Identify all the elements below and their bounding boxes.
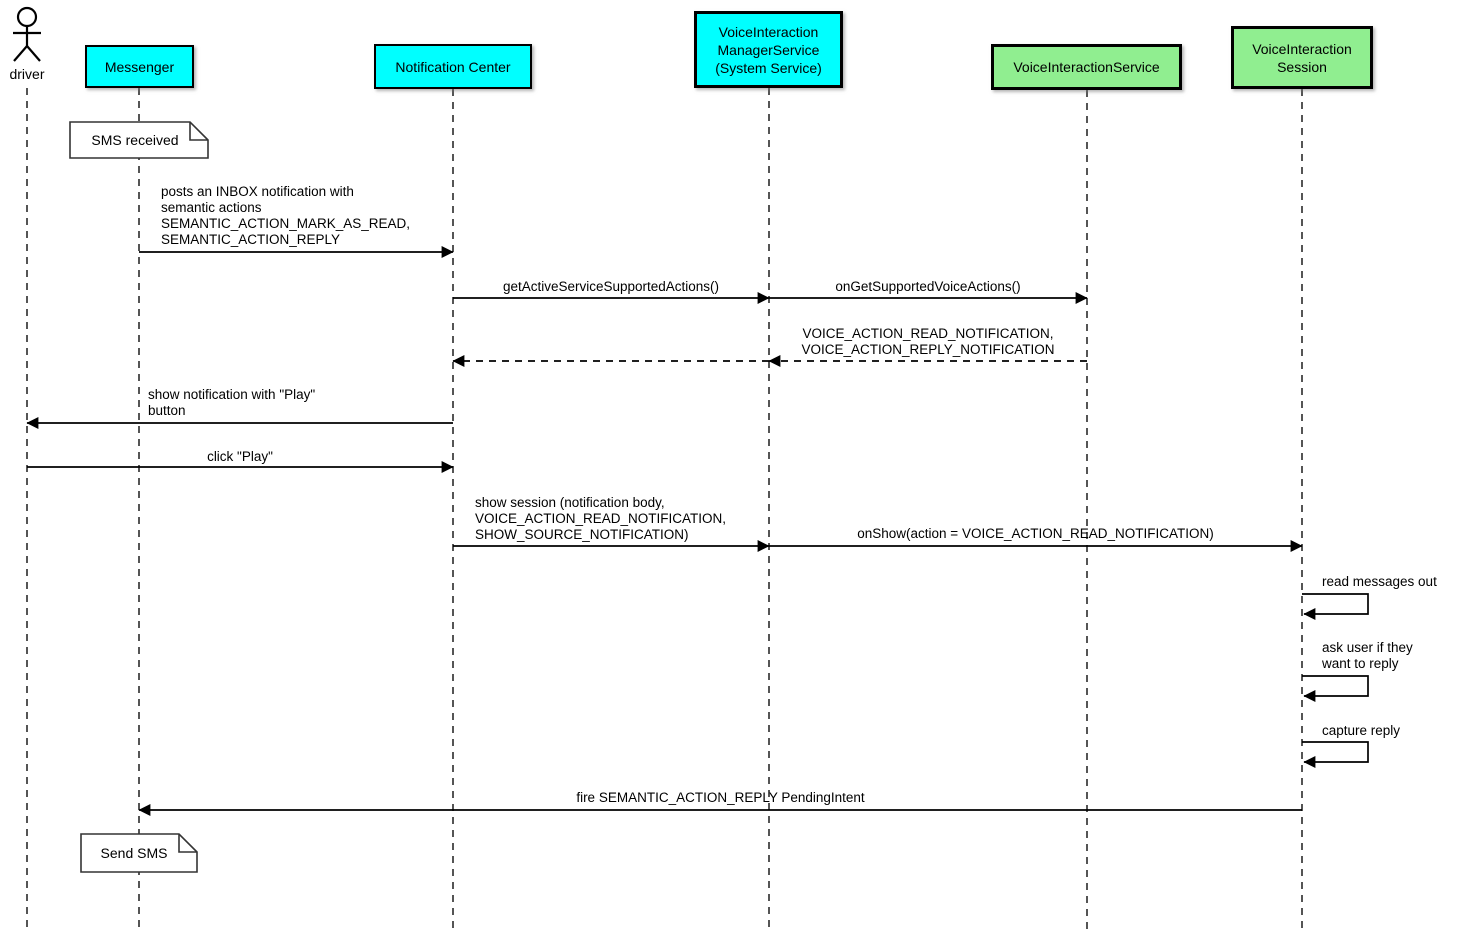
note-send-sms-shape — [80, 833, 198, 873]
message-read-messages-out: read messages out — [1322, 574, 1437, 589]
message-ask-user-reply: ask user if they want to reply — [1322, 640, 1413, 671]
participant-notification-center-label: Notification Center — [395, 58, 511, 75]
arrow-self-ask-user-reply — [1302, 675, 1369, 702]
message-click-play: click "Play" — [207, 449, 273, 464]
participant-messenger: Messenger — [85, 45, 194, 88]
participant-voice-interaction-session: VoiceInteraction Session — [1231, 26, 1373, 89]
participant-messenger-label: Messenger — [104, 58, 175, 75]
message-capture-reply: capture reply — [1322, 723, 1401, 738]
participant-voice-interaction-service-label: VoiceInteractionService — [1013, 59, 1160, 75]
arrow-self-read-messages-out — [1302, 593, 1369, 620]
participant-voice-interaction-service: VoiceInteractionService — [991, 44, 1182, 90]
arrow-self-capture-reply — [1302, 741, 1369, 768]
message-return-voice-actions: VOICE_ACTION_READ_NOTIFICATION, VOICE_AC… — [801, 326, 1055, 357]
note-sms-received: SMS received — [91, 132, 179, 148]
participant-notification-center: Notification Center — [374, 44, 532, 89]
message-posts-inbox-notification: posts an INBOX notification with semanti… — [161, 184, 411, 247]
participant-voice-interaction-manager-service: VoiceInteraction ManagerService (System … — [694, 11, 843, 88]
participant-voice-interaction-manager-service-label: VoiceInteraction ManagerService (System … — [715, 23, 822, 76]
actor-driver-icon — [13, 6, 41, 62]
participant-voice-interaction-session-label: VoiceInteraction Session — [1252, 40, 1352, 75]
note-sms-received-shape — [69, 121, 209, 159]
message-fire-pending-intent: fire SEMANTIC_ACTION_REPLY PendingIntent — [576, 790, 865, 805]
message-show-session: show session (notification body, VOICE_A… — [475, 495, 727, 542]
message-get-active-service-supported-actions: getActiveServiceSupportedActions() — [502, 279, 720, 294]
note-send-sms: Send SMS — [100, 845, 168, 861]
message-on-get-supported-voice-actions: onGetSupportedVoiceActions() — [835, 279, 1021, 294]
message-on-show: onShow(action = VOICE_ACTION_READ_NOTIFI… — [857, 526, 1214, 541]
actor-driver-label: driver — [9, 66, 45, 82]
message-show-notification-play: show notification with "Play" button — [148, 387, 316, 418]
